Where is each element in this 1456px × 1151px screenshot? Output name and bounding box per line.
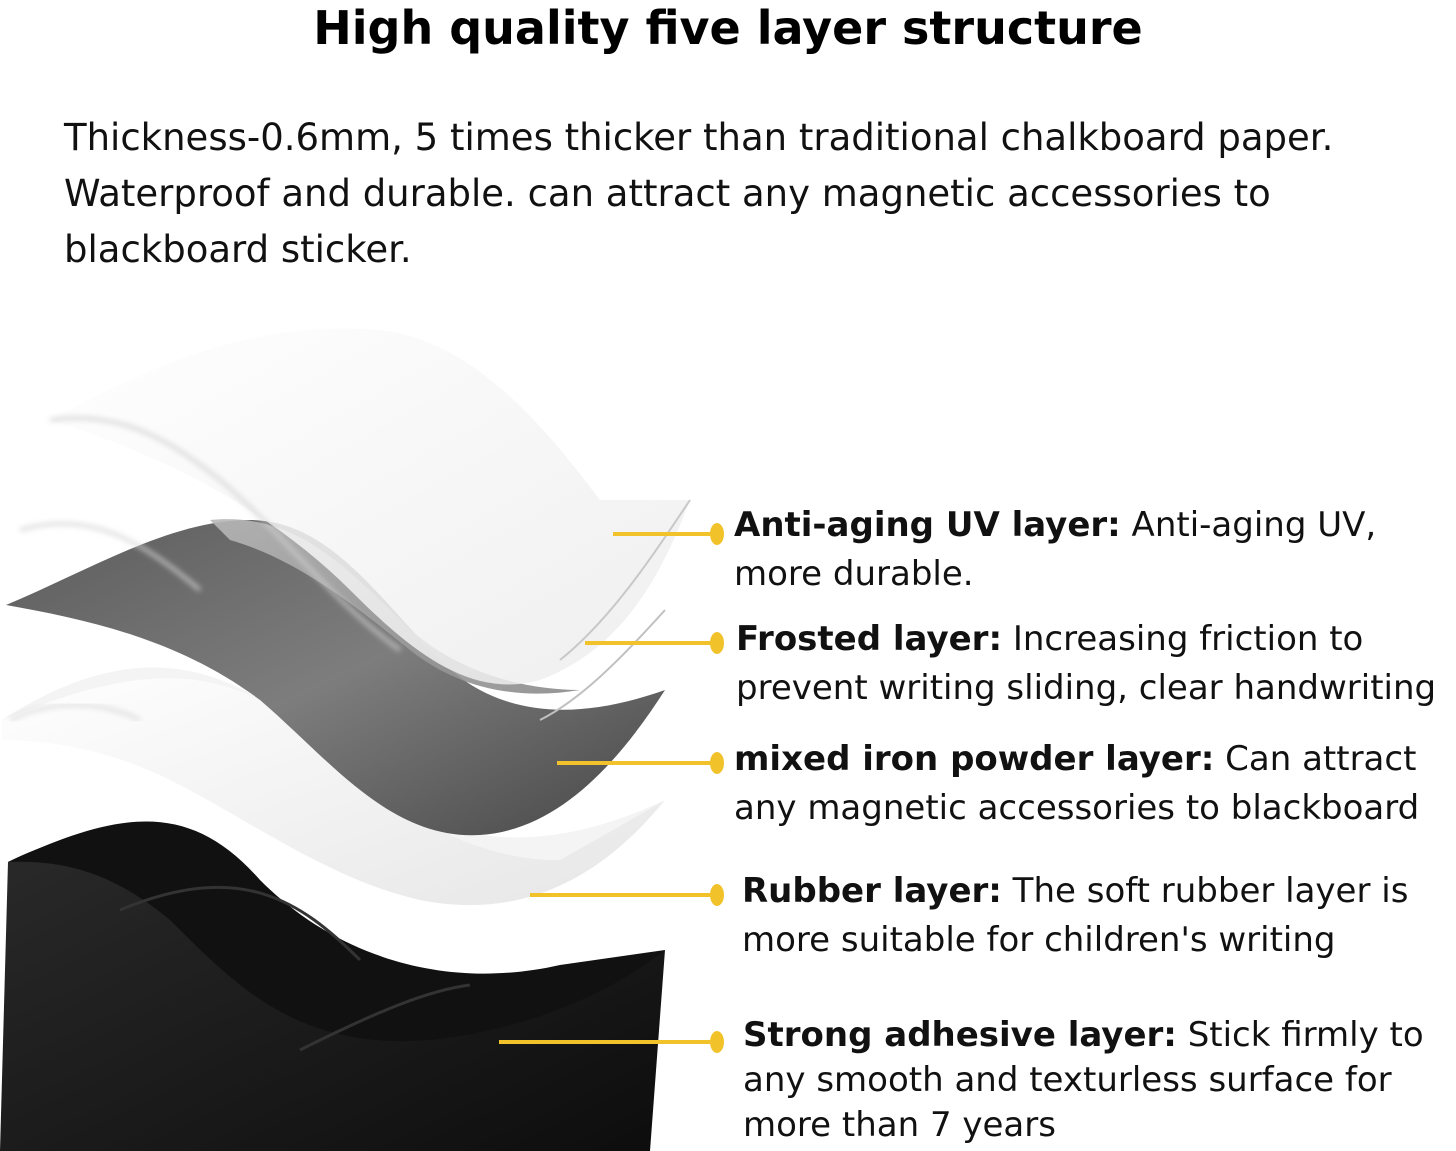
adhesive-layer-term: Strong adhesive layer: [743, 1015, 1177, 1055]
frosted-layer-callout: Frosted layer: Increasing friction to pr… [736, 615, 1454, 713]
iron-layer-description: Can attract any magnetic accessories to … [734, 739, 1420, 828]
adhesive-layer-leader-line [499, 1040, 717, 1044]
rubber-layer-leader-line [530, 893, 717, 897]
rubber-seam-line [299, 983, 471, 1052]
frosted-layer-leader-dot [710, 632, 724, 654]
iron-layer-leader-dot [710, 752, 724, 774]
iron-layer-term: mixed iron powder layer: [734, 739, 1215, 779]
adhesive-layer-leader-dot [710, 1031, 724, 1053]
iron-layer-top [2, 667, 665, 860]
frosted-layer-edge [539, 609, 666, 721]
rubber-layer-leader-dot [710, 884, 724, 906]
uv-layer-edge [559, 499, 691, 661]
uv-layer-edge [9, 703, 141, 722]
rubber-layer-shape [8, 821, 665, 1042]
frosted-layer-term: Frosted layer: [736, 619, 1003, 659]
uv-layer-callout: Anti-aging UV layer: Anti-aging UV, more… [734, 501, 1434, 599]
uv-layer-shape [50, 328, 690, 685]
adhesive-layer-description: Stick firmly to any smooth and texturles… [743, 1015, 1424, 1145]
iron-layer-leader-line [557, 761, 717, 765]
rubber-layer-callout: Rubber layer: The soft rubber layer is m… [742, 867, 1432, 965]
rubber-layer-description: The soft rubber layer is more suitable f… [742, 871, 1409, 960]
iron-layer-shape [2, 667, 665, 906]
uv-layer-description: Anti-aging UV, more durable. [734, 505, 1377, 594]
rubber-seam-line [119, 885, 362, 962]
uv-layer-edge [19, 522, 201, 592]
intro-text: Thickness-0.6mm, 5 times thicker than tr… [64, 116, 1334, 271]
page-title: High quality five layer structure [313, 1, 1143, 55]
frosted-layer-shape [6, 520, 665, 836]
frosted-layer-leader-line [585, 641, 717, 645]
uv-layer-edge [49, 416, 401, 652]
uv-layer-term: Anti-aging UV layer: [734, 505, 1121, 545]
uv-layer-leader-dot [710, 523, 724, 545]
iron-layer-callout: mixed iron powder layer: Can attract any… [734, 735, 1446, 833]
uv-layer-leader-line [613, 532, 717, 536]
adhesive-layer-callout: Strong adhesive layer: Stick firmly to a… [743, 1013, 1433, 1148]
layer-stack-illustration [0, 328, 691, 1151]
frosted-layer-description: Increasing friction to prevent writing s… [736, 619, 1437, 708]
rubber-layer-term: Rubber layer: [742, 871, 1002, 911]
